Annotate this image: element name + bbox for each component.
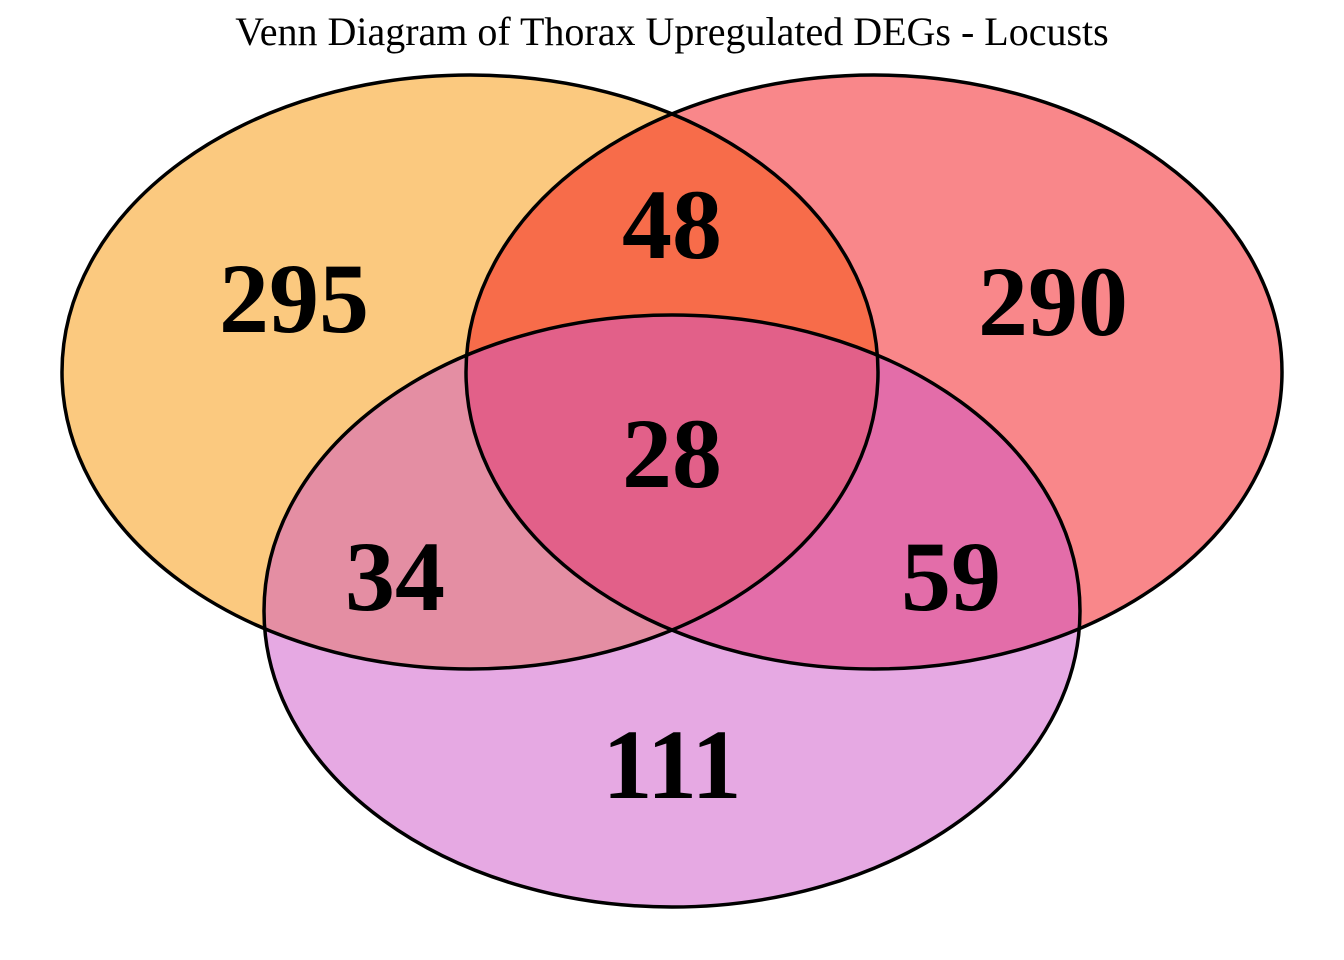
venn-fill-layer xyxy=(62,75,1282,907)
region-count-left-and-bottom: 34 xyxy=(345,521,445,632)
venn-label-layer: 295 48 290 28 34 59 111 xyxy=(219,169,1128,820)
region-count-all-three: 28 xyxy=(622,398,722,509)
region-count-left-only: 295 xyxy=(219,243,369,354)
chart-title: Venn Diagram of Thorax Upregulated DEGs … xyxy=(235,9,1108,54)
venn-set-bottom-outline xyxy=(262,313,1082,909)
venn-set-right-outline xyxy=(464,73,1284,671)
region-count-right-and-bottom: 59 xyxy=(901,521,1001,632)
region-count-right-only: 290 xyxy=(978,246,1128,357)
region-count-left-and-right: 48 xyxy=(622,169,722,280)
venn-set-bottom-fill xyxy=(264,315,1080,907)
venn-set-left-outline xyxy=(60,73,880,671)
venn-outline-layer xyxy=(60,73,1284,909)
region-count-bottom-only: 111 xyxy=(603,709,742,820)
